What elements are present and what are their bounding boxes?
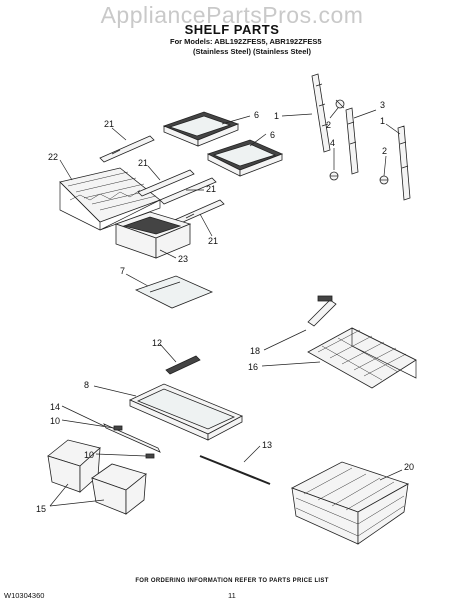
callout-2-upper: 2 — [326, 120, 331, 130]
finish-line: (Stainless Steel) (Stainless Steel) — [193, 47, 311, 56]
callout-21-upper: 21 — [104, 119, 114, 129]
part-2-screw-right — [379, 175, 389, 185]
callout-10-upper: 10 — [50, 416, 60, 426]
part-18-basket-bracket — [307, 295, 337, 327]
callout-1-left: 1 — [274, 111, 279, 121]
part-3-rail-middle — [345, 107, 359, 175]
part-1-rail-right — [397, 125, 411, 201]
callout-14: 14 — [50, 402, 60, 412]
callout-8: 8 — [84, 380, 89, 390]
part-7-glass-shelf — [134, 275, 214, 309]
part-21-rail-middle-left — [137, 169, 195, 197]
watermark: AppliancePartsPros.com — [100, 2, 364, 28]
callout-20: 20 — [404, 462, 414, 472]
part-15-crisper-left — [47, 439, 101, 493]
callout-3: 3 — [380, 100, 385, 110]
callout-16: 16 — [248, 362, 258, 372]
callout-12: 12 — [152, 338, 162, 348]
models-line: For Models: ABL192ZFES5, ABR192ZFES5 — [170, 37, 322, 46]
callout-21-middle-right: 21 — [206, 184, 216, 194]
callout-1-right: 1 — [380, 116, 385, 126]
part-21-rail-middle-right — [159, 177, 217, 205]
part-6-shelf-upper — [162, 111, 240, 147]
callout-7: 7 — [120, 266, 125, 276]
part-8-crisper-cover — [129, 383, 243, 441]
callout-6-lower: 6 — [270, 130, 275, 140]
page-title: SHELF PARTS — [184, 22, 280, 37]
leader-lines — [49, 107, 403, 507]
part-4-screw-lower — [329, 171, 339, 181]
callout-10-lower: 10 — [84, 450, 94, 460]
part-20-freezer-basket — [291, 461, 409, 545]
callout-6-upper: 6 — [254, 110, 259, 120]
document-number: W10304360 — [4, 591, 45, 600]
callout-4: 4 — [330, 138, 335, 148]
page-number: 11 — [228, 591, 236, 600]
callout-21-middle-left: 21 — [138, 158, 148, 168]
part-13-divider-rod — [199, 455, 271, 485]
part-12-shelf-clip — [165, 355, 201, 375]
callout-15: 15 — [36, 504, 46, 514]
part-10-clip-lower — [145, 453, 155, 459]
ordering-note: FOR ORDERING INFORMATION REFER TO PARTS … — [135, 578, 329, 584]
part-1-rail-left — [311, 73, 331, 153]
part-14-cover-rail — [103, 423, 161, 453]
part-16-wire-basket — [307, 327, 417, 389]
part-2-screw-upper — [335, 99, 345, 109]
callout-23: 23 — [178, 254, 188, 264]
callout-18: 18 — [250, 346, 260, 356]
part-10-clip-upper — [113, 425, 123, 431]
part-22-wire-rack — [59, 167, 161, 231]
part-15-crisper-right — [91, 463, 147, 515]
part-23-deli-drawer — [114, 211, 192, 259]
part-21-rail-upper — [99, 135, 155, 163]
callout-2-right: 2 — [382, 146, 387, 156]
part-6-shelf-lower — [206, 139, 284, 177]
callout-21-lower: 21 — [208, 236, 218, 246]
callout-22: 22 — [48, 152, 58, 162]
callout-13: 13 — [262, 440, 272, 450]
